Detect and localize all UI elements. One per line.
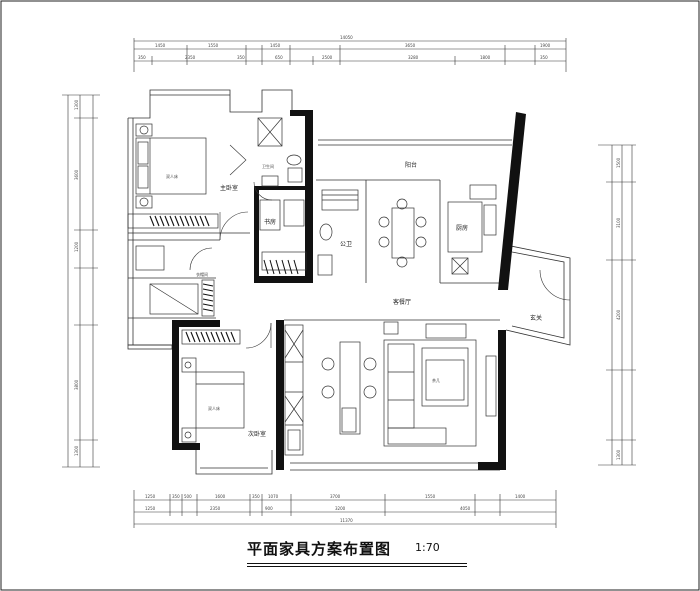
label-public-bath: 公卫 (340, 241, 352, 248)
title-block: 平面家具方案布置图 1:70 (247, 538, 467, 568)
bottom-dim-4: 1600 (215, 494, 226, 499)
bottom-dim-7: 3700 (330, 494, 341, 499)
wardrobe-second (181, 329, 241, 345)
top-dim-r2-7: 1800 (480, 55, 491, 60)
right-dim-texts: 1500 3100 4200 1300 (616, 157, 621, 460)
label-master-bath: 卫生间 (262, 163, 274, 169)
cabinet-strip (284, 324, 304, 456)
svg-text:1200: 1200 (74, 241, 79, 252)
svg-text:1300: 1300 (74, 445, 79, 456)
top-dim-1: 1450 (155, 43, 166, 48)
right-dimension-lines (598, 144, 636, 466)
svg-text:4200: 4200 (616, 309, 621, 320)
top-dim-r2-6: 3280 (408, 55, 419, 60)
bottom-dimension-lines (133, 490, 557, 528)
bottom-total-dim: 11370 (340, 518, 353, 523)
master-bedroom-furniture (127, 123, 219, 229)
label-cloakroom: 衣帽间 (196, 271, 208, 277)
sofa-area (383, 339, 477, 447)
bottom-dim-8: 1550 (425, 494, 436, 499)
top-dim-4: 3650 (405, 43, 416, 48)
top-dim-r2-4: 650 (275, 55, 283, 60)
svg-text:1500: 1500 (616, 157, 621, 168)
label-balcony: 阳台 (405, 161, 417, 169)
kitchen-fixtures (447, 184, 497, 275)
cloakroom-rack (202, 283, 214, 312)
wardrobe-hangers-second (185, 331, 236, 343)
top-dim-r2-2: 2350 (185, 55, 196, 60)
title-underline (247, 563, 467, 564)
label-second-bedroom: 次卧室 (248, 430, 266, 438)
bottom-dim-2: 350 (172, 494, 180, 499)
label-kitchen: 厨房 (456, 224, 468, 232)
study-shelf (263, 259, 299, 275)
bottom-dim-9: 1400 (515, 494, 526, 499)
title-underline-thin (247, 566, 467, 567)
top-dim-r2-1: 350 (138, 55, 146, 60)
bottom-dim-r2-4: 3200 (335, 506, 346, 511)
living-furniture (321, 321, 497, 447)
thick-walls (172, 110, 526, 470)
top-dimension-lines (133, 38, 567, 72)
second-bedroom-furniture (181, 329, 245, 443)
double-bed-master (135, 137, 207, 195)
bottom-dim-5: 350 (252, 494, 260, 499)
label-entry: 玄关 (530, 314, 542, 322)
bottom-dim-3: 500 (184, 494, 192, 499)
top-dim-r2-3: 350 (237, 55, 245, 60)
bottom-dim-r2-5: 4050 (460, 506, 471, 511)
left-dimension-lines (62, 94, 100, 468)
public-bath-fixtures (317, 189, 359, 276)
label-master-bed: 双人床 (166, 173, 178, 179)
svg-text:3600: 3600 (74, 169, 79, 180)
wardrobe-master (127, 213, 219, 229)
cloakroom-furniture (135, 245, 215, 317)
double-bed-second (195, 371, 245, 429)
left-dim-texts: 1300 3600 1200 3800 1300 (74, 99, 79, 456)
label-tea-table: 茶几 (432, 377, 440, 383)
label-master-bedroom: 主卧室 (220, 184, 238, 192)
top-total-dim: 14050 (340, 35, 353, 40)
top-dim-3: 1450 (270, 43, 281, 48)
svg-text:3100: 3100 (616, 217, 621, 228)
svg-text:3800: 3800 (74, 379, 79, 390)
svg-text:1300: 1300 (616, 449, 621, 460)
tea-table (421, 347, 469, 407)
top-dim-2: 1550 (208, 43, 219, 48)
label-living: 客餐厅 (393, 298, 411, 306)
svg-text:1300: 1300 (74, 99, 79, 110)
top-dim-r2-5: 2500 (322, 55, 333, 60)
doors (189, 144, 571, 349)
master-bath-fixtures (257, 117, 303, 187)
thin-walls (127, 89, 571, 475)
top-dim-5: 1900 (540, 43, 551, 48)
bottom-dim-r2-1: 1250 (145, 506, 156, 511)
study-furniture (259, 199, 307, 271)
bottom-dim-r2-2: 2350 (210, 506, 221, 511)
dining-table-upper (378, 198, 427, 268)
label-second-bed: 双人床 (208, 405, 220, 411)
top-dim-r2-8: 350 (540, 55, 548, 60)
bottom-dim-r2-3: 900 (265, 506, 273, 511)
bottom-dim-6: 1070 (268, 494, 279, 499)
plan-title: 平面家具方案布置图 (247, 540, 392, 558)
plan-scale: 1:70 (415, 541, 440, 554)
wardrobe-hangers-master (149, 215, 210, 227)
bottom-dim-1: 1250 (145, 494, 156, 499)
label-study: 书房 (264, 218, 276, 226)
